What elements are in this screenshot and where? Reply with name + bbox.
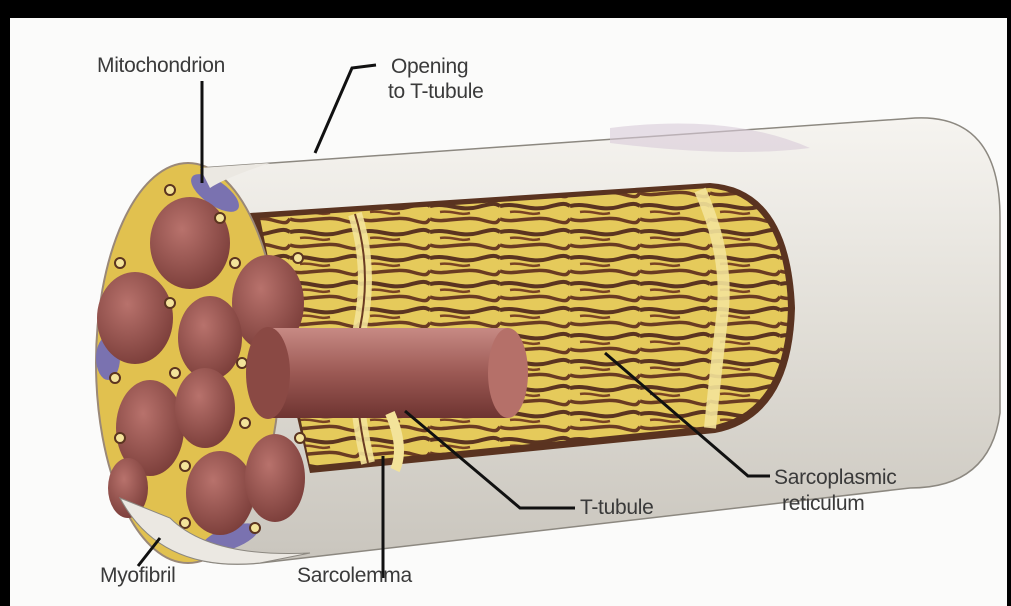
- label-t-tubule: T-tubule: [580, 496, 653, 520]
- myofibril-cylinder: [246, 327, 528, 419]
- diagram-panel: Mitochondrion Opening to T-tubule Sarcop…: [10, 18, 1007, 606]
- label-sarcoplasmic-reticulum-line1: Sarcoplasmic: [774, 466, 896, 490]
- muscle-fiber-illustration: [10, 18, 1007, 606]
- label-myofibril: Myofibril: [100, 564, 175, 588]
- label-opening-to-t-tubule-line2: to T-tubule: [388, 80, 484, 104]
- label-sarcoplasmic-reticulum-line2: reticulum: [782, 492, 865, 516]
- label-opening-to-t-tubule-line1: Opening: [391, 55, 468, 79]
- label-mitochondrion: Mitochondrion: [97, 54, 225, 78]
- label-sarcolemma: Sarcolemma: [297, 564, 412, 588]
